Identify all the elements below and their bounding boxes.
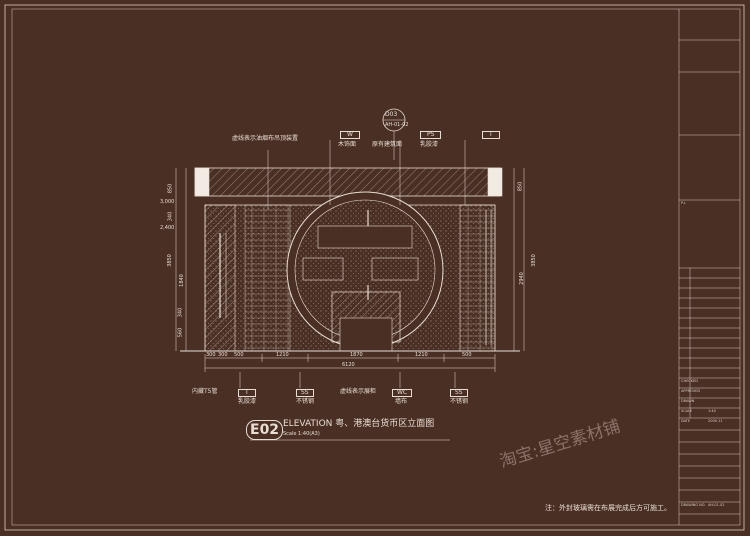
dim-left-4: 3850	[166, 254, 173, 267]
dim-bottom-3: 1210	[276, 352, 289, 358]
dim-left-5: 1840	[178, 274, 185, 287]
callout-top-4: 乳胶漆	[420, 141, 439, 148]
ceiling-slab	[194, 167, 501, 197]
dim-left-3: 2,400	[160, 225, 175, 231]
ceiling-beam-right	[487, 167, 503, 197]
tb-row-2: APPROVED	[681, 389, 701, 393]
callout-bottom-6: 不锈钢	[450, 398, 469, 405]
tb-row-7: 2009.11	[708, 419, 723, 423]
callout-bottom-5: 墙布	[395, 398, 408, 405]
callout-bottom-4: 虚线表示展柜	[340, 388, 377, 395]
left-wall-panel	[204, 204, 236, 352]
callout-bottom-3: 不锈钢	[296, 398, 315, 405]
tb-row-1: CHECKED	[681, 379, 698, 383]
tb-row-5: 1:40	[708, 409, 716, 413]
callout-bottom-2: 乳胶漆	[238, 398, 257, 405]
dim-bottom-4: 1870	[350, 352, 363, 358]
tb-row-3: DRAWN	[681, 399, 695, 403]
callout-bottom-code-t: T	[238, 389, 256, 397]
title-block	[678, 9, 740, 525]
dim-bottom-2: 500	[234, 352, 244, 358]
dim-bottom-6: 500	[462, 352, 472, 358]
counter-opening	[339, 317, 393, 352]
callout-bottom-code-ss1: SS	[296, 389, 314, 397]
dim-left-6: 340	[177, 307, 184, 318]
callout-code-w: W	[340, 131, 360, 139]
callout-bottom-code-wc: WC	[392, 389, 413, 397]
tb-row-4: SCALE	[681, 409, 693, 413]
section-marker-code: D03	[385, 111, 398, 118]
callout-top-2: 木饰面	[338, 141, 357, 148]
dim-bottom-5: 1210	[415, 352, 428, 358]
callout-code-t: T	[482, 131, 500, 139]
dim-right-0: 850	[517, 181, 524, 192]
dim-bottom-0: 300	[206, 352, 216, 358]
inner-border	[11, 8, 741, 526]
display-shelf-top	[317, 225, 413, 249]
tb-row-9: AH-01-02	[708, 503, 725, 507]
left-brick-panel	[244, 204, 291, 352]
tb-row-6: DATE	[681, 419, 691, 423]
section-marker-sub: AH-01-02	[385, 122, 409, 128]
dim-right-1: 3850	[530, 254, 537, 267]
right-wall-panel	[459, 204, 496, 352]
elevation-title: ELEVATION 粤、港澳台货币区立面图	[283, 419, 435, 429]
dimension-lines	[175, 168, 525, 372]
callout-code-ps: PS	[420, 131, 442, 139]
ceiling-beam-left	[194, 167, 210, 197]
outer-border	[4, 4, 745, 531]
dim-right-2: 2940	[518, 272, 525, 285]
tb-row-0: P.L	[681, 201, 686, 205]
dim-left-0: 850	[167, 183, 174, 194]
dim-bottom-total: 6120	[342, 362, 355, 368]
callout-leaders	[239, 140, 466, 388]
callout-top-1: 虚线表示油烟布吊顶装置	[232, 135, 299, 142]
construction-note: 注：外封玻璃需在布展完成后方可施工。	[545, 504, 671, 512]
display-box-left	[302, 257, 344, 281]
dim-left-7: 560	[177, 327, 184, 338]
elevation-code: E02	[246, 420, 284, 440]
dim-left-1: 3,000	[160, 199, 175, 205]
callout-bottom-1: 内藏T5管	[192, 388, 218, 395]
tb-row-8: DRAWING NO.	[681, 503, 706, 507]
elevation-scale: Scale 1:40(A3)	[283, 431, 320, 437]
dim-left-2: 340	[167, 211, 174, 222]
callout-bottom-code-ss2: SS	[450, 389, 468, 397]
display-box-right	[371, 257, 419, 281]
dim-bottom-1: 300	[218, 352, 228, 358]
callout-top-3: 原有建筑面	[372, 141, 403, 148]
